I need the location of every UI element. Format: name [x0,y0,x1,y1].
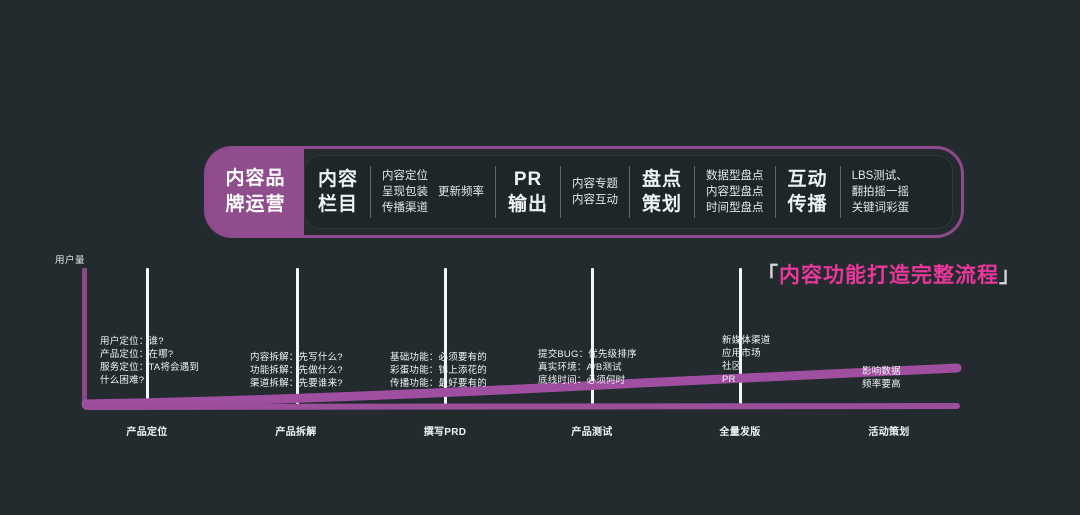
chart-tick-bar-1 [146,268,149,408]
group-item: LBS测试、 [851,170,908,182]
note-line: 基础功能：必须要有的 [390,352,488,363]
group-title: 盘点 策划 [642,169,683,215]
group-item: 内容型盘点 [706,186,764,198]
x-axis-label-0: 产品定位 [126,427,168,438]
group-item: 呈现包装 [382,186,429,198]
group-items: 数据型盘点 内容型盘点 时间型盘点 [697,168,773,216]
group-item: 内容定位 [382,170,429,182]
group-divider [774,166,776,218]
chart-tick-bar-5 [739,268,742,408]
group-divider [560,166,562,218]
headline-close-bracket: 」 [999,264,1021,287]
note-line: 传播功能：最好要有的 [390,378,488,389]
x-axis-label-1: 产品拆解 [275,427,317,438]
note-line: 渠道拆解：先要谁来? [250,378,343,389]
group-divider [370,166,372,218]
group-divider [495,166,497,218]
headline-text: 内容功能打造完整流程 [779,264,999,287]
note-line: 内容拆解：先写什么? [250,352,343,363]
note-line: 影响数据 [862,366,901,377]
note-line: 新媒体渠道 [722,335,771,346]
chart-headline: 「内容功能打造完整流程」 [757,259,1021,289]
group-title: PR 输出 [508,169,549,215]
note-line: 功能拆解：先做什么? [250,365,343,376]
group-item: 数据型盘点 [706,170,764,182]
banner-title-cap: 内容品 牌运营 [207,149,304,235]
note-line: 提交BUG：优先级排序 [538,349,637,360]
note-line: 用户定位：谁? [100,336,164,347]
x-axis-label-4: 全量发版 [719,427,761,438]
chart-y-axis [82,268,87,408]
group-item: 传播渠道 [382,202,429,214]
group-divider [629,166,631,218]
note-block-3: 基础功能：必须要有的 彩蛋功能：锦上添花的 传播功能：最好要有的 [390,351,487,390]
headline-open-bracket: 「 [757,264,779,287]
growth-chart: 用户量 [0,240,1080,450]
note-block-4: 提交BUG：优先级排序 真实环境：A/B测试 底线时间：必须何时 [538,348,637,387]
banner-group-pr-output[interactable]: PR 输出 内容专题 内容互动 [498,155,627,229]
x-axis-label-2: 撰写PRD [423,427,467,438]
x-axis-label-5: 活动策划 [868,427,910,438]
banner-group-interactive-spread[interactable]: 互动 传播 LBS测试、 翻拍摇一摇 关键词彩蛋 [778,155,919,229]
group-item: 内容专题 [572,178,619,190]
group-items: 内容定位 呈现包装 传播渠道 更新频率 [373,168,493,216]
note-line: PR [722,374,736,385]
note-line: 产品定位：在哪? [100,349,174,360]
content-brand-operation-banner: 内容品 牌运营 内容 栏目 内容定位 呈现包装 传播渠道 更新 [204,146,964,238]
baseline-curve [83,403,960,410]
note-line: 频率要高 [862,379,901,390]
chart-y-axis-label: 用户量 [55,255,86,266]
note-line: 什么困难? [100,375,145,386]
chart-tick-bar-4 [591,268,594,408]
note-line: 服务定位：TA将会遇到 [100,362,200,373]
chart-tick-bar-2 [296,268,299,408]
note-line: 真实环境：A/B测试 [538,362,622,373]
note-block-6: 影响数据 频率要高 [862,365,901,391]
group-items-col-2: 更新频率 [438,168,484,216]
group-divider [839,166,841,218]
group-items: LBS测试、 翻拍摇一摇 关键词彩蛋 [843,168,919,216]
note-block-1: 用户定位：谁? 产品定位：在哪? 服务定位：TA将会遇到 什么困难? [100,335,199,387]
chart-tick-bar-3 [444,268,447,408]
group-item: 内容互动 [572,194,619,206]
note-line: 底线时间：必须何时 [538,375,626,386]
banner-title-line1: 内容品 [225,168,286,189]
note-line: 彩蛋功能：锦上添花的 [390,365,488,376]
chart-x-axis-labels: 产品定位 产品拆解 撰写PRD 产品测试 全量发版 活动策划 [0,423,1080,443]
group-item: 更新频率 [438,186,485,198]
note-block-5: 新媒体渠道 应用市场 社区 PR [722,334,771,386]
note-block-2: 内容拆解：先写什么? 功能拆解：先做什么? 渠道拆解：先要谁来? [250,351,343,390]
banner-title-line2: 牌运营 [225,194,286,215]
banner-groups: 内容 栏目 内容定位 呈现包装 传播渠道 更新频率 [304,155,953,229]
x-axis-label-3: 产品测试 [571,427,613,438]
note-line: 应用市场 [722,348,761,359]
group-title: 内容 栏目 [318,169,359,215]
growth-curve [81,363,962,409]
group-item: 翻拍摇一摇 [851,186,910,198]
group-divider [694,166,696,218]
banner-group-inventory-planning[interactable]: 盘点 策划 数据型盘点 内容型盘点 时间型盘点 [632,155,773,229]
group-title: 互动 传播 [787,169,828,215]
group-item: 时间型盘点 [706,202,764,214]
note-line: 社区 [722,361,742,372]
group-item: 关键词彩蛋 [851,202,910,214]
banner-group-content-column[interactable]: 内容 栏目 内容定位 呈现包装 传播渠道 更新频率 [308,155,493,229]
group-items: 内容专题 内容互动 [563,176,627,208]
group-items-col-1: 内容定位 呈现包装 传播渠道 [382,168,428,216]
